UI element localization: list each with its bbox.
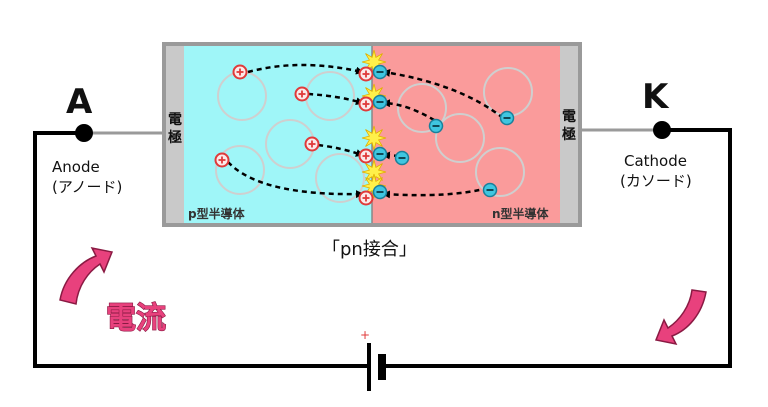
- electrode-left: [166, 46, 184, 223]
- electron-carrier: [372, 94, 388, 110]
- spark-icon: [361, 125, 387, 151]
- electrode-left-char2: 極: [168, 129, 182, 146]
- electrode-right: [560, 46, 578, 223]
- carrier-path-arrow: [247, 63, 364, 75]
- current-arrow-down-icon: [654, 289, 707, 346]
- terminal-anode: A Anode (アノード): [52, 82, 122, 196]
- circuit-wires: [33, 128, 732, 368]
- carrier-path-arrow: [317, 143, 364, 157]
- n-region-label: n型半導体: [492, 206, 550, 221]
- current-indicator: 電流: [59, 246, 707, 346]
- anode-letter: A: [66, 82, 93, 122]
- hole-carrier: [304, 136, 320, 152]
- electron-carrier: [372, 146, 388, 162]
- p-type-region: [184, 46, 372, 223]
- electron-carrier: [372, 64, 388, 80]
- cathode-kana: (カソード): [620, 172, 692, 190]
- lattice-atom-ring: [475, 147, 525, 197]
- hole-carrier: [358, 148, 374, 164]
- anode-name: Anode: [52, 158, 100, 176]
- electron-carrier: [499, 110, 515, 126]
- lattice-atom-ring: [215, 145, 265, 195]
- electrode-left-char1: 電: [168, 111, 182, 128]
- terminal-cathode: K Cathode (カソード): [620, 77, 692, 190]
- carrier-path-arrow: [382, 68, 504, 119]
- cathode-name: Cathode: [624, 152, 687, 170]
- anode-kana: (アノード): [52, 178, 122, 196]
- current-arrow-up-icon: [59, 246, 114, 305]
- diode-device: 電 極 電 極 p型半導体 n型半導体: [162, 42, 582, 227]
- electron-carrier: [394, 150, 410, 166]
- hole-carrier: [358, 96, 374, 112]
- hole-carrier: [232, 64, 248, 80]
- cathode-terminal-dot: [653, 121, 671, 139]
- electrode-right-char1: 電: [562, 108, 576, 125]
- hole-carrier: [214, 152, 230, 168]
- junction-label: 「pn接合」: [322, 239, 417, 260]
- battery-plus-sign: +: [360, 328, 370, 342]
- hole-carrier: [358, 190, 374, 206]
- anode-terminal-dot: [75, 124, 93, 142]
- carriers: [214, 64, 515, 206]
- cathode-letter: K: [642, 77, 670, 117]
- carrier-path-arrow: [382, 99, 443, 127]
- carrier-path-arrow: [382, 186, 489, 199]
- electron-carrier: [482, 182, 498, 198]
- battery: +: [360, 328, 386, 391]
- lattice-atom-ring: [397, 83, 447, 133]
- n-type-region: [372, 46, 560, 223]
- hole-carrier: [358, 66, 374, 82]
- lattice-atom-ring: [315, 153, 365, 203]
- carrier-path-arrow: [227, 161, 364, 199]
- lattice-atoms: [215, 67, 533, 203]
- spark-icon: [361, 159, 387, 185]
- hole-carrier: [294, 86, 310, 102]
- carrier-path-arrow: [307, 92, 364, 105]
- current-label: 電流: [106, 301, 166, 336]
- wire-left: [33, 131, 368, 368]
- lattice-atom-ring: [435, 113, 485, 163]
- wire-right: [385, 128, 732, 368]
- electron-carrier: [372, 184, 388, 200]
- electron-carrier: [428, 118, 444, 134]
- p-region-label: p型半導体: [188, 206, 246, 221]
- electrode-right-char2: 極: [562, 126, 576, 143]
